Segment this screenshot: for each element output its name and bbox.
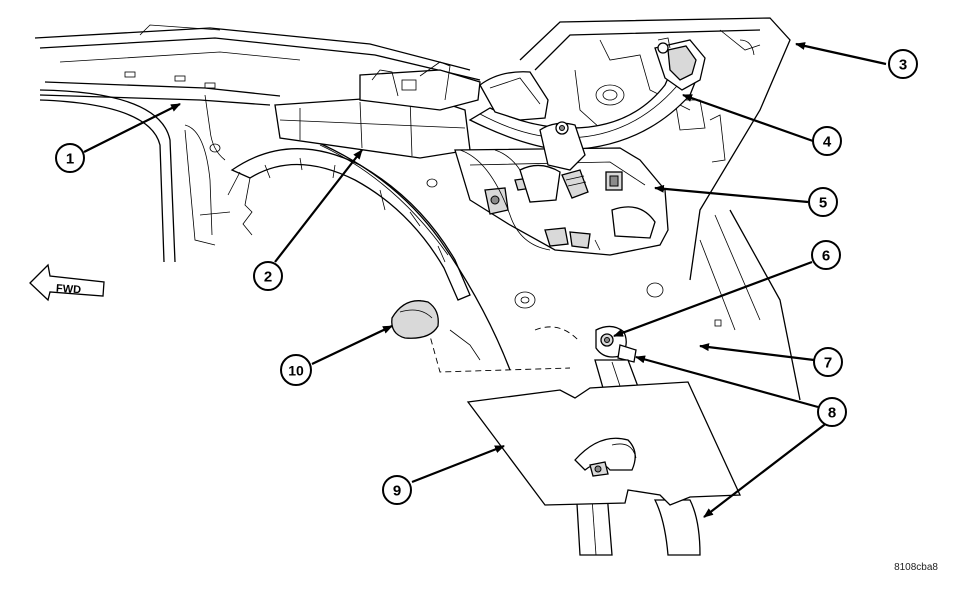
upper-anchor — [654, 37, 706, 91]
svg-text:6: 6 — [822, 248, 830, 265]
callout-2: 2 — [253, 261, 283, 291]
leader-6 — [613, 260, 813, 338]
svg-text:7: 7 — [824, 355, 832, 372]
callout-leaders — [83, 42, 887, 518]
callout-3: 3 — [888, 49, 918, 79]
callout-6: 6 — [811, 240, 841, 270]
leader-8a — [635, 355, 819, 409]
svg-text:9: 9 — [393, 483, 401, 500]
trim-cap — [391, 300, 439, 339]
leader-10 — [311, 325, 393, 365]
leader-2 — [274, 149, 363, 263]
callout-markers: 1 2 3 4 5 6 7 8 9 10 — [55, 49, 918, 505]
svg-text:4: 4 — [823, 134, 832, 151]
retractor-bracket-panel — [454, 147, 669, 256]
callout-10: 10 — [280, 354, 312, 386]
svg-text:10: 10 — [288, 363, 304, 379]
leader-5 — [654, 184, 809, 204]
callout-9: 9 — [382, 475, 412, 505]
leader-4 — [682, 93, 814, 143]
svg-text:1: 1 — [66, 151, 74, 168]
callout-8: 8 — [817, 397, 847, 427]
callout-4: 4 — [812, 126, 842, 156]
svg-text:2: 2 — [264, 269, 272, 286]
callout-1: 1 — [55, 143, 85, 173]
forward-arrow-icon: FWD — [29, 263, 105, 302]
svg-text:3: 3 — [899, 57, 907, 74]
leader-7 — [699, 343, 815, 362]
callout-5: 5 — [808, 187, 838, 217]
leader-8b — [703, 421, 829, 518]
leader-9 — [411, 444, 505, 484]
leader-3 — [795, 42, 887, 66]
forward-direction-label: FWD — [56, 283, 82, 297]
svg-text:5: 5 — [819, 195, 827, 212]
figure-id: 8108cba8 — [894, 562, 938, 573]
retractor-unit — [459, 121, 589, 251]
floor-cover-panel — [466, 381, 741, 506]
vehicle-body-structure — [34, 17, 801, 401]
svg-text:8: 8 — [828, 405, 836, 422]
leader-1 — [83, 103, 181, 153]
trim-panel-upper — [274, 61, 481, 159]
callout-7: 7 — [813, 347, 843, 377]
